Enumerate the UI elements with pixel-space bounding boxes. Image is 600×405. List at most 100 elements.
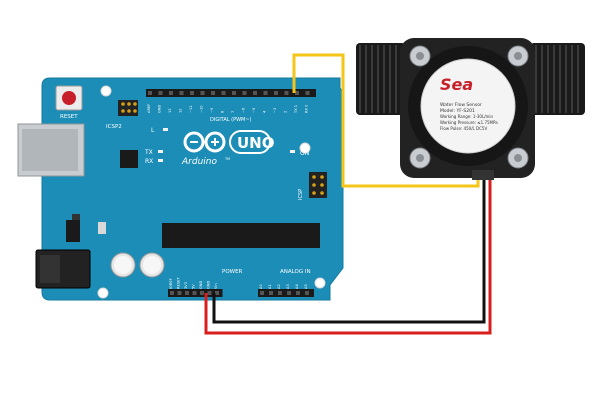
power-pin-label: 3V3 [184,282,188,289]
screw-icon [507,147,529,169]
digital-pin-socket[interactable] [211,91,215,95]
mounting-hole [100,85,112,97]
power-pin-socket[interactable] [170,291,174,295]
ground-wire [212,178,486,324]
analog-pin-socket[interactable] [260,291,264,295]
screw-icon [409,147,431,169]
usb-connector-inner [22,129,78,171]
analog-pin-strip [258,289,314,297]
power-pin-socket[interactable] [185,291,189,295]
digital-pin-socket[interactable] [148,91,152,95]
digital-pin-label: 13 [168,108,172,113]
analog-pin-socket[interactable] [287,291,291,295]
digital-pin-socket[interactable] [200,91,205,95]
digital-pin-label: ~10 [200,105,204,113]
digital-pin-socket[interactable] [253,91,257,95]
signal-wire [292,53,480,188]
reset-button-cap[interactable] [62,91,76,105]
digital-pin-socket[interactable] [242,91,247,95]
capacitor-top [114,256,132,274]
tx-led [158,150,163,153]
power-pin-socket[interactable] [177,291,182,295]
digital-pin-socket[interactable] [284,91,289,95]
power-pin-socket[interactable] [215,291,219,295]
mounting-hole [299,142,311,154]
analog-pin-socket[interactable] [296,291,300,295]
sensor-outlet-thread [530,43,585,115]
analog-pin-label: A1 [268,284,272,289]
digital-pin-label: ~6 [242,107,246,113]
on-led-label: ON [300,150,309,157]
digital-pin-label: ~11 [189,105,193,113]
sensor-cable-exit [472,170,494,180]
icsp2-label: ICSP2 [106,124,122,130]
power-pin-label: Vin [214,283,218,289]
screw-icon [507,45,529,67]
thread-ridges-right [535,45,579,113]
thread-ridges-left [359,45,397,113]
icsp-label: ICSP [298,189,304,200]
digital-pin-socket[interactable] [169,91,173,95]
uno-label: UNO [237,134,275,152]
analog-pin-label: A5 [304,284,308,289]
voltage-regulator [66,220,80,242]
digital-pin-socket[interactable] [263,91,268,95]
digital-pin-strip [146,89,316,97]
power-pin-socket[interactable] [207,291,212,295]
digital-pin-socket[interactable] [221,91,226,95]
water-flow-sensor: Sea Water Flow Sensor Model: YF-S201 Wor… [356,38,585,180]
analog-pin-socket[interactable] [278,291,282,295]
digital-pin-label: ~3 [273,108,277,113]
infinity-right-icon [204,131,226,153]
power-label: POWER [222,269,243,275]
sensor-label-line-2: Model: YF-S201 [440,108,475,114]
sensor-label-line-1: Water Flow Sensor [440,102,482,108]
power-pin-label: RESET [177,277,181,289]
power-led [290,150,295,153]
digital-pin-socket[interactable] [295,91,299,95]
digital-pin-socket[interactable] [179,91,184,95]
digital-pin-label: ~5 [252,108,256,113]
rx-led-label: RX [145,158,153,165]
sensor-label-disc [420,58,516,154]
digital-pin-socket[interactable] [158,91,163,95]
power-pin-label: 5V [192,284,196,289]
power-pin-label: GND [199,281,203,289]
digital-pin-socket[interactable] [190,91,194,95]
screw-icon [409,45,431,67]
uno-badge [229,130,271,154]
analog-pin-socket[interactable] [305,291,309,295]
l-led-label: L [151,127,155,134]
arduino-brand-label: Arduino [181,157,217,167]
power-pin-socket[interactable] [200,291,204,295]
sensor-inlet-thread [356,43,406,115]
digital-pin-socket[interactable] [232,91,236,95]
analog-pin-socket[interactable] [269,291,273,295]
trademark-label: TM [224,157,230,161]
icsp-header [309,172,327,198]
digital-pin-label: 4 [263,110,267,113]
digital-pwm-label: DIGITAL (PWM~) [210,117,252,123]
analog-pin-label: A2 [277,284,281,289]
power-wire-5v [204,178,492,335]
digital-pin-label: 8 [221,110,225,113]
digital-pin-label: TX 1 [294,105,298,114]
sensor-label-line-3: Working Range: 1-30L/min [440,114,494,119]
analog-in-label: ANALOG IN [280,269,311,275]
digital-pin-label: ~9 [210,107,214,113]
digital-pin-socket[interactable] [274,91,278,95]
power-pin-socket[interactable] [192,291,197,295]
analog-pin-label: A0 [259,284,263,289]
sensor-logo: Sea [440,75,473,94]
digital-pin-socket[interactable] [305,91,310,95]
power-pin-label: GND [207,281,211,289]
dc-power-jack-inner [40,255,60,283]
infinity-left-icon [183,131,205,153]
tx-led-label: TX [144,149,153,156]
analog-pin-label: A4 [295,284,299,289]
